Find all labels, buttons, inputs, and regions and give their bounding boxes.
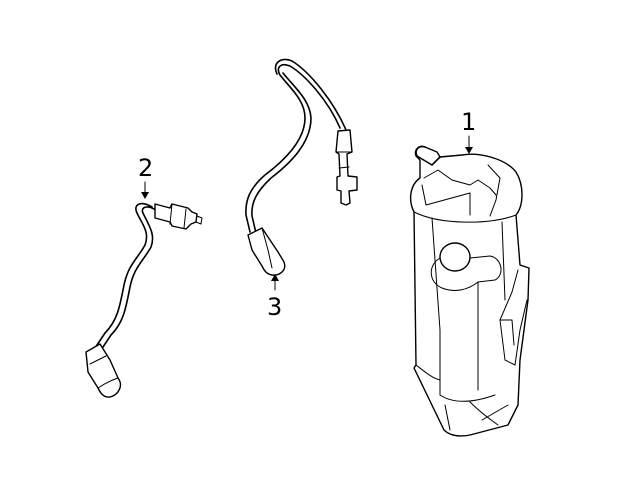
callout-3: 3 xyxy=(267,293,283,321)
callout-1: 1 xyxy=(461,108,477,136)
part-3-sensor xyxy=(245,58,358,291)
part-2-sensor xyxy=(85,181,203,398)
part-1-canister xyxy=(409,135,530,437)
callout-2: 2 xyxy=(138,154,154,182)
